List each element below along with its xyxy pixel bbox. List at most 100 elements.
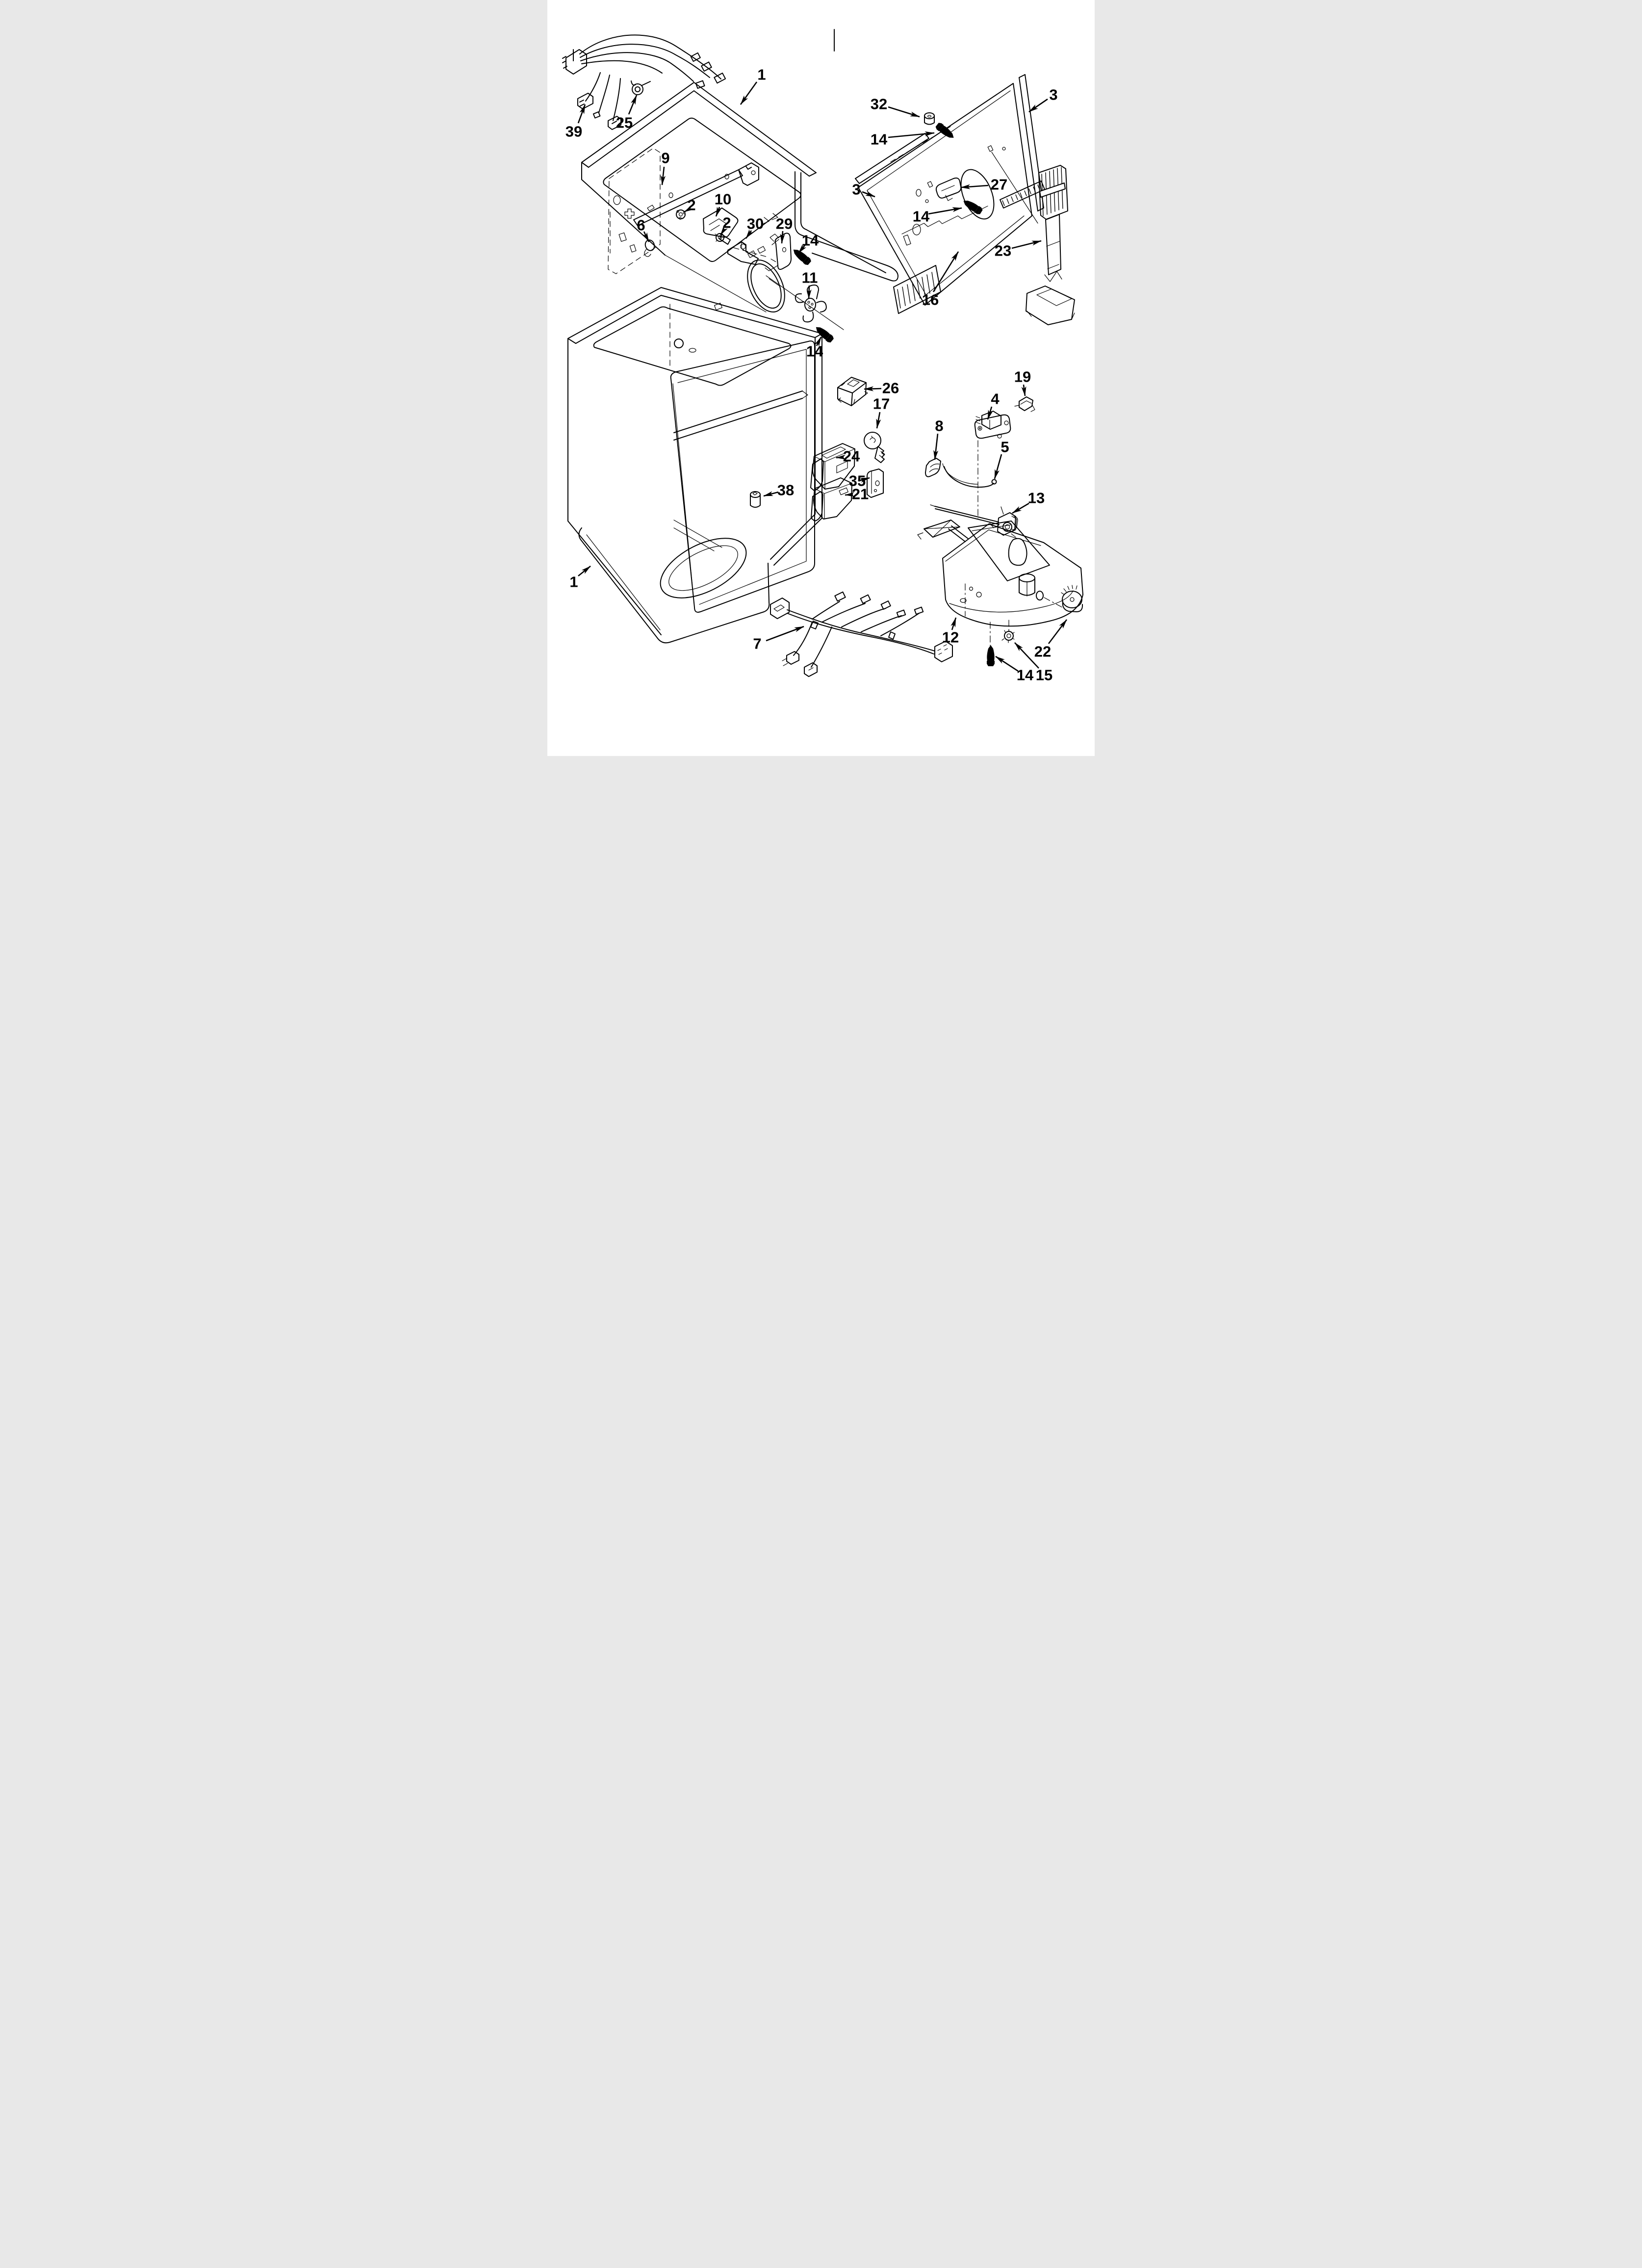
callout-label-24-27: 24 bbox=[843, 448, 860, 465]
callout-label-3-16: 3 bbox=[852, 181, 860, 198]
leader-arrow-14 bbox=[995, 655, 1019, 672]
leader-arrow-23 bbox=[1011, 240, 1042, 249]
callout-label-29-8: 29 bbox=[776, 215, 793, 233]
leader-arrow-14 bbox=[797, 244, 806, 254]
vent-grille bbox=[1000, 181, 1045, 209]
callout-label-6-9: 6 bbox=[637, 217, 645, 234]
callout-label-2-4: 2 bbox=[687, 197, 695, 214]
leader-arrow-39 bbox=[577, 104, 586, 124]
callout-label-27-17: 27 bbox=[991, 176, 1007, 193]
callout-label-5-26: 5 bbox=[1001, 439, 1009, 456]
control-housing bbox=[917, 520, 1083, 646]
callout-label-12-34: 12 bbox=[942, 629, 959, 646]
leader-arrow-13 bbox=[1012, 502, 1029, 514]
light-bulb bbox=[864, 432, 885, 463]
vent-grille bbox=[893, 265, 941, 314]
diagram-canvas: 3925192102302961411143214332714231626191… bbox=[562, 29, 1083, 684]
callout-label-25-1: 25 bbox=[616, 114, 633, 131]
leader-arrow-17 bbox=[876, 412, 881, 429]
lower-wire-harness bbox=[770, 591, 953, 677]
leader-arrow-25 bbox=[628, 95, 638, 115]
leader-arrow-14 bbox=[814, 337, 822, 347]
bushing-icon bbox=[750, 491, 761, 508]
cold-control-thermostat bbox=[930, 504, 1018, 556]
callout-label-4-25: 4 bbox=[991, 391, 1000, 408]
defrost-control-module bbox=[837, 377, 868, 406]
support-bracket bbox=[633, 162, 759, 226]
upper-wire-harness bbox=[562, 34, 726, 130]
screw-icon bbox=[813, 324, 835, 344]
control-thermostat bbox=[703, 208, 739, 245]
leader-arrow-14 bbox=[928, 207, 962, 215]
wire-lead bbox=[942, 463, 997, 488]
leader-arrow-10 bbox=[715, 207, 722, 217]
leader-arrow-9 bbox=[661, 166, 666, 185]
grommet-icon bbox=[676, 209, 686, 220]
screw-icon bbox=[934, 122, 956, 141]
callout-label-30-7: 30 bbox=[747, 215, 764, 233]
callout-label-10-5: 10 bbox=[715, 191, 731, 208]
leader-arrow-3 bbox=[862, 191, 875, 198]
callout-label-14-18: 14 bbox=[913, 208, 930, 225]
callout-label-14-12: 14 bbox=[806, 343, 823, 360]
callout-label-14-10: 14 bbox=[802, 232, 819, 249]
spacer-icon bbox=[924, 112, 935, 125]
leader-arrow-3 bbox=[1028, 98, 1048, 113]
plate-icon bbox=[765, 233, 792, 271]
callout-label-21-29: 21 bbox=[852, 486, 869, 503]
leader-arrow-22 bbox=[1048, 619, 1068, 644]
leader-arrow-19 bbox=[1021, 384, 1026, 396]
callout-label-2-6: 2 bbox=[722, 214, 731, 232]
screw-icon bbox=[987, 645, 995, 666]
callout-label-23-19: 23 bbox=[995, 242, 1011, 260]
callout-label-32-13: 32 bbox=[871, 96, 887, 113]
leader-arrow-2 bbox=[719, 226, 728, 235]
leader-arrow-7 bbox=[766, 626, 804, 642]
clip-icon bbox=[1014, 396, 1035, 412]
leader-arrow-15 bbox=[1014, 642, 1039, 669]
evaporator-tube-loop bbox=[795, 171, 898, 282]
callout-label-1-2: 1 bbox=[757, 66, 766, 83]
callout-label-35-28: 35 bbox=[849, 472, 866, 490]
nut-icon bbox=[1001, 629, 1015, 643]
control-knob bbox=[1061, 585, 1083, 612]
leader-arrow-12 bbox=[950, 617, 957, 630]
leader-arrow-6 bbox=[642, 231, 650, 242]
callout-label-13-30: 13 bbox=[1028, 490, 1045, 507]
fan-blade bbox=[795, 285, 827, 323]
freezer-liner bbox=[581, 82, 817, 313]
callout-label-1-32: 1 bbox=[569, 574, 578, 591]
shroud-ring bbox=[747, 246, 785, 313]
callout-label-14-35: 14 bbox=[1017, 667, 1034, 684]
leader-arrow-4 bbox=[987, 406, 993, 420]
fold-chevrons bbox=[763, 213, 778, 224]
callout-label-7-33: 7 bbox=[753, 635, 761, 652]
callout-label-8-24: 8 bbox=[935, 417, 943, 435]
callout-label-22-37: 22 bbox=[1034, 643, 1051, 660]
callout-label-11-11: 11 bbox=[802, 269, 818, 287]
leader-arrow-16 bbox=[932, 251, 959, 292]
leader-arrow-27 bbox=[960, 184, 989, 189]
leader-arrow-5 bbox=[994, 454, 1002, 479]
leader-arrow-38 bbox=[763, 491, 779, 497]
callout-label-39-0: 39 bbox=[565, 123, 582, 140]
leader-arrow-32 bbox=[888, 106, 920, 118]
leader-arrow-8 bbox=[933, 433, 939, 460]
leader-arrow-2 bbox=[684, 205, 694, 213]
callout-label-15-36: 15 bbox=[1036, 667, 1052, 684]
cover-plate bbox=[867, 469, 884, 498]
leader-arrow-1 bbox=[740, 81, 758, 105]
callout-label-26-21: 26 bbox=[882, 380, 899, 397]
callout-label-16-20: 16 bbox=[922, 291, 939, 309]
hidden-line bbox=[733, 247, 778, 263]
air-damper bbox=[1026, 165, 1075, 325]
back-panel bbox=[855, 74, 1045, 314]
clip-icon bbox=[935, 177, 962, 201]
callout-label-9-3: 9 bbox=[661, 150, 669, 167]
defrost-thermostat bbox=[974, 411, 1011, 439]
leader-arrow-30 bbox=[745, 229, 753, 239]
lower-shield bbox=[811, 477, 852, 521]
bulb-socket bbox=[925, 458, 941, 477]
